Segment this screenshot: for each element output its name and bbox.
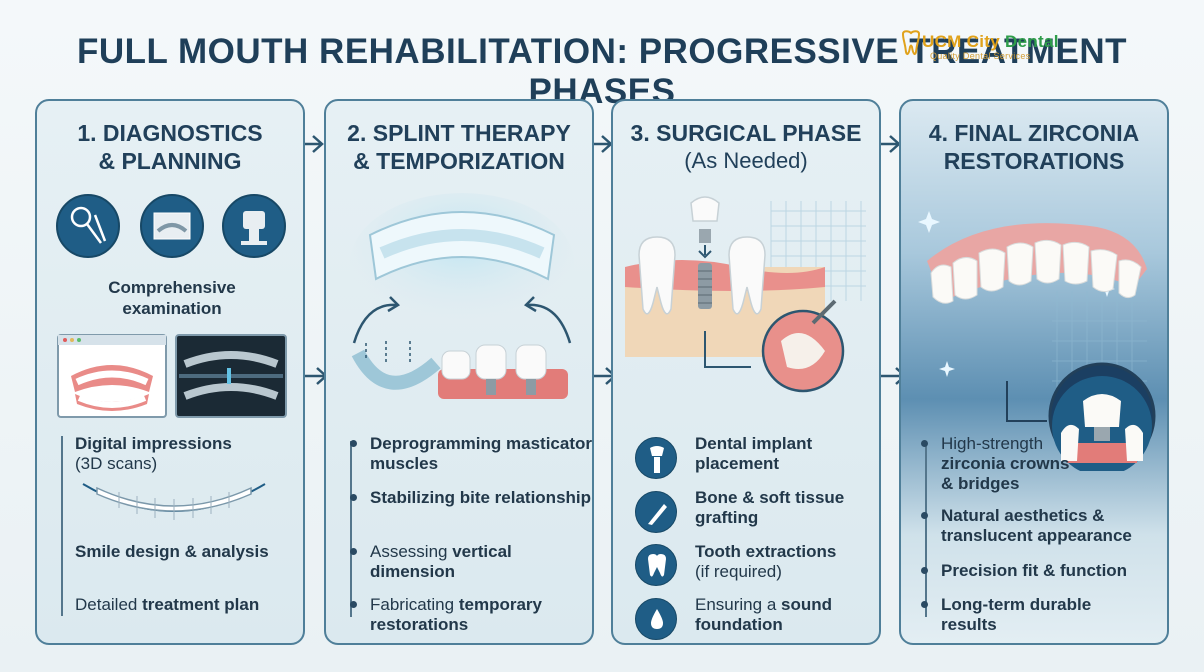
- bullet-smile-design: Smile design & analysis: [75, 542, 269, 561]
- bullet-stabilizing-bite: Stabilizing bite relationship: [350, 488, 592, 508]
- foundation-icon: [635, 598, 677, 640]
- bullet-digital-impressions: Digital impressions(3D scans): [75, 434, 232, 473]
- timeline-line: [925, 441, 927, 617]
- implant-surgery-illustration: [625, 196, 866, 393]
- page-title: FULL MOUTH REHABILITATION: PROGRESSIVE T…: [77, 32, 1127, 111]
- logo-wordmark: UCM City Dental: [922, 32, 1059, 51]
- timeline-line: [350, 441, 352, 617]
- logo-tagline: Quality Dental Services: [930, 51, 1031, 61]
- tooth-extraction-icon: [635, 544, 677, 586]
- brand-logo: UCM City Dental Quality Dental Services: [900, 30, 1075, 66]
- phase-panel-surgical: 3. SURGICAL PHASE(As Needed) Dental impl…: [611, 99, 881, 645]
- bullet-deprogramming: Deprogramming masticatory muscles: [350, 434, 592, 474]
- phase-title: 3. SURGICAL PHASE(As Needed): [630, 120, 862, 173]
- bullet-precision-fit: Precision fit & function: [921, 561, 1167, 581]
- smile-arch-icon: [82, 483, 266, 520]
- implant-icon: [635, 437, 677, 479]
- phase-title: 1. DIAGNOSTICS& PLANNING: [77, 120, 263, 174]
- phase-title: 2. SPLINT THERAPY& TEMPORIZATION: [347, 120, 571, 174]
- smile-design-screen: [57, 334, 167, 418]
- bullet-natural-aesthetics: Natural aesthetics &translucent appearan…: [921, 506, 1167, 546]
- scalpel-icon: [635, 491, 677, 533]
- crown-detail-icon: [1052, 376, 1152, 471]
- dental-mirror-icon: [56, 194, 120, 258]
- tooth-logo-icon: [901, 30, 921, 56]
- occlusal-splint-illustration: [350, 193, 574, 399]
- bullet-treatment-plan: Detailed treatment plan: [75, 595, 260, 614]
- timeline-line: [61, 436, 63, 616]
- xray-icon: [140, 194, 204, 258]
- phase-panel-splint-therapy: 2. SPLINT THERAPY& TEMPORIZATION Deprogr…: [324, 99, 594, 645]
- bullet-tooth-extractions: Tooth extractions(if required): [695, 542, 837, 581]
- panoramic-xray-image: [175, 334, 287, 418]
- scanner-icon: [222, 194, 286, 258]
